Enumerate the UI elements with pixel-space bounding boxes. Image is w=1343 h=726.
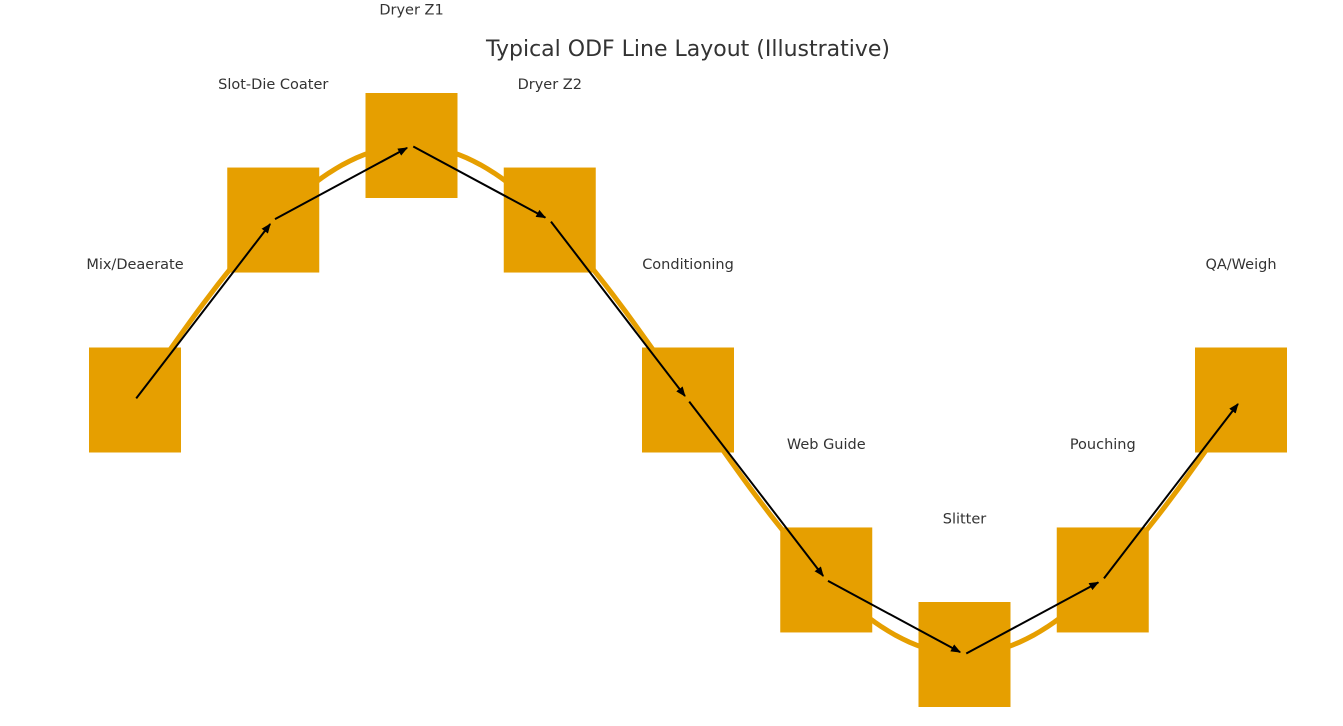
flow-arrow-1 xyxy=(135,223,271,400)
station-box-2 xyxy=(227,167,320,273)
station-label-6: Web Guide xyxy=(787,437,866,453)
flow-arrow-6 xyxy=(827,580,961,654)
diagram-title: Typical ODF Line Layout (Illustrative) xyxy=(485,37,890,62)
flow-arrow-4 xyxy=(550,221,686,397)
station-label-2: Slot-Die Coater xyxy=(218,77,328,93)
station-label-1: Mix/Deaerate xyxy=(86,257,183,273)
station-box-4 xyxy=(503,167,596,273)
station-box-1 xyxy=(89,347,181,453)
station-label-7: Slitter xyxy=(943,512,987,528)
station-box-9 xyxy=(1195,347,1287,453)
flow-arrow-2 xyxy=(274,146,408,220)
flow-arrow-3 xyxy=(412,145,547,219)
station-box-3 xyxy=(365,93,458,198)
station-box-7 xyxy=(918,602,1011,707)
flow-arrow-5 xyxy=(688,400,824,577)
station-box-6 xyxy=(780,527,873,633)
station-label-5: Conditioning xyxy=(642,257,734,273)
stations-layer xyxy=(89,93,1287,707)
flow-arrow-8 xyxy=(1103,403,1239,579)
station-box-8 xyxy=(1056,527,1149,633)
flow-arrow-7 xyxy=(965,581,1100,655)
labels-layer: Mix/Deaerate Slot-Die Coater Dryer Z1 Dryer… xyxy=(86,3,1276,528)
arrows-layer xyxy=(135,145,1239,655)
station-box-5 xyxy=(642,347,734,453)
station-label-4: Dryer Z2 xyxy=(518,77,582,93)
station-label-8: Pouching xyxy=(1070,437,1136,453)
station-label-9: QA/Weigh xyxy=(1205,257,1276,273)
station-label-3: Dryer Z1 xyxy=(379,3,443,19)
